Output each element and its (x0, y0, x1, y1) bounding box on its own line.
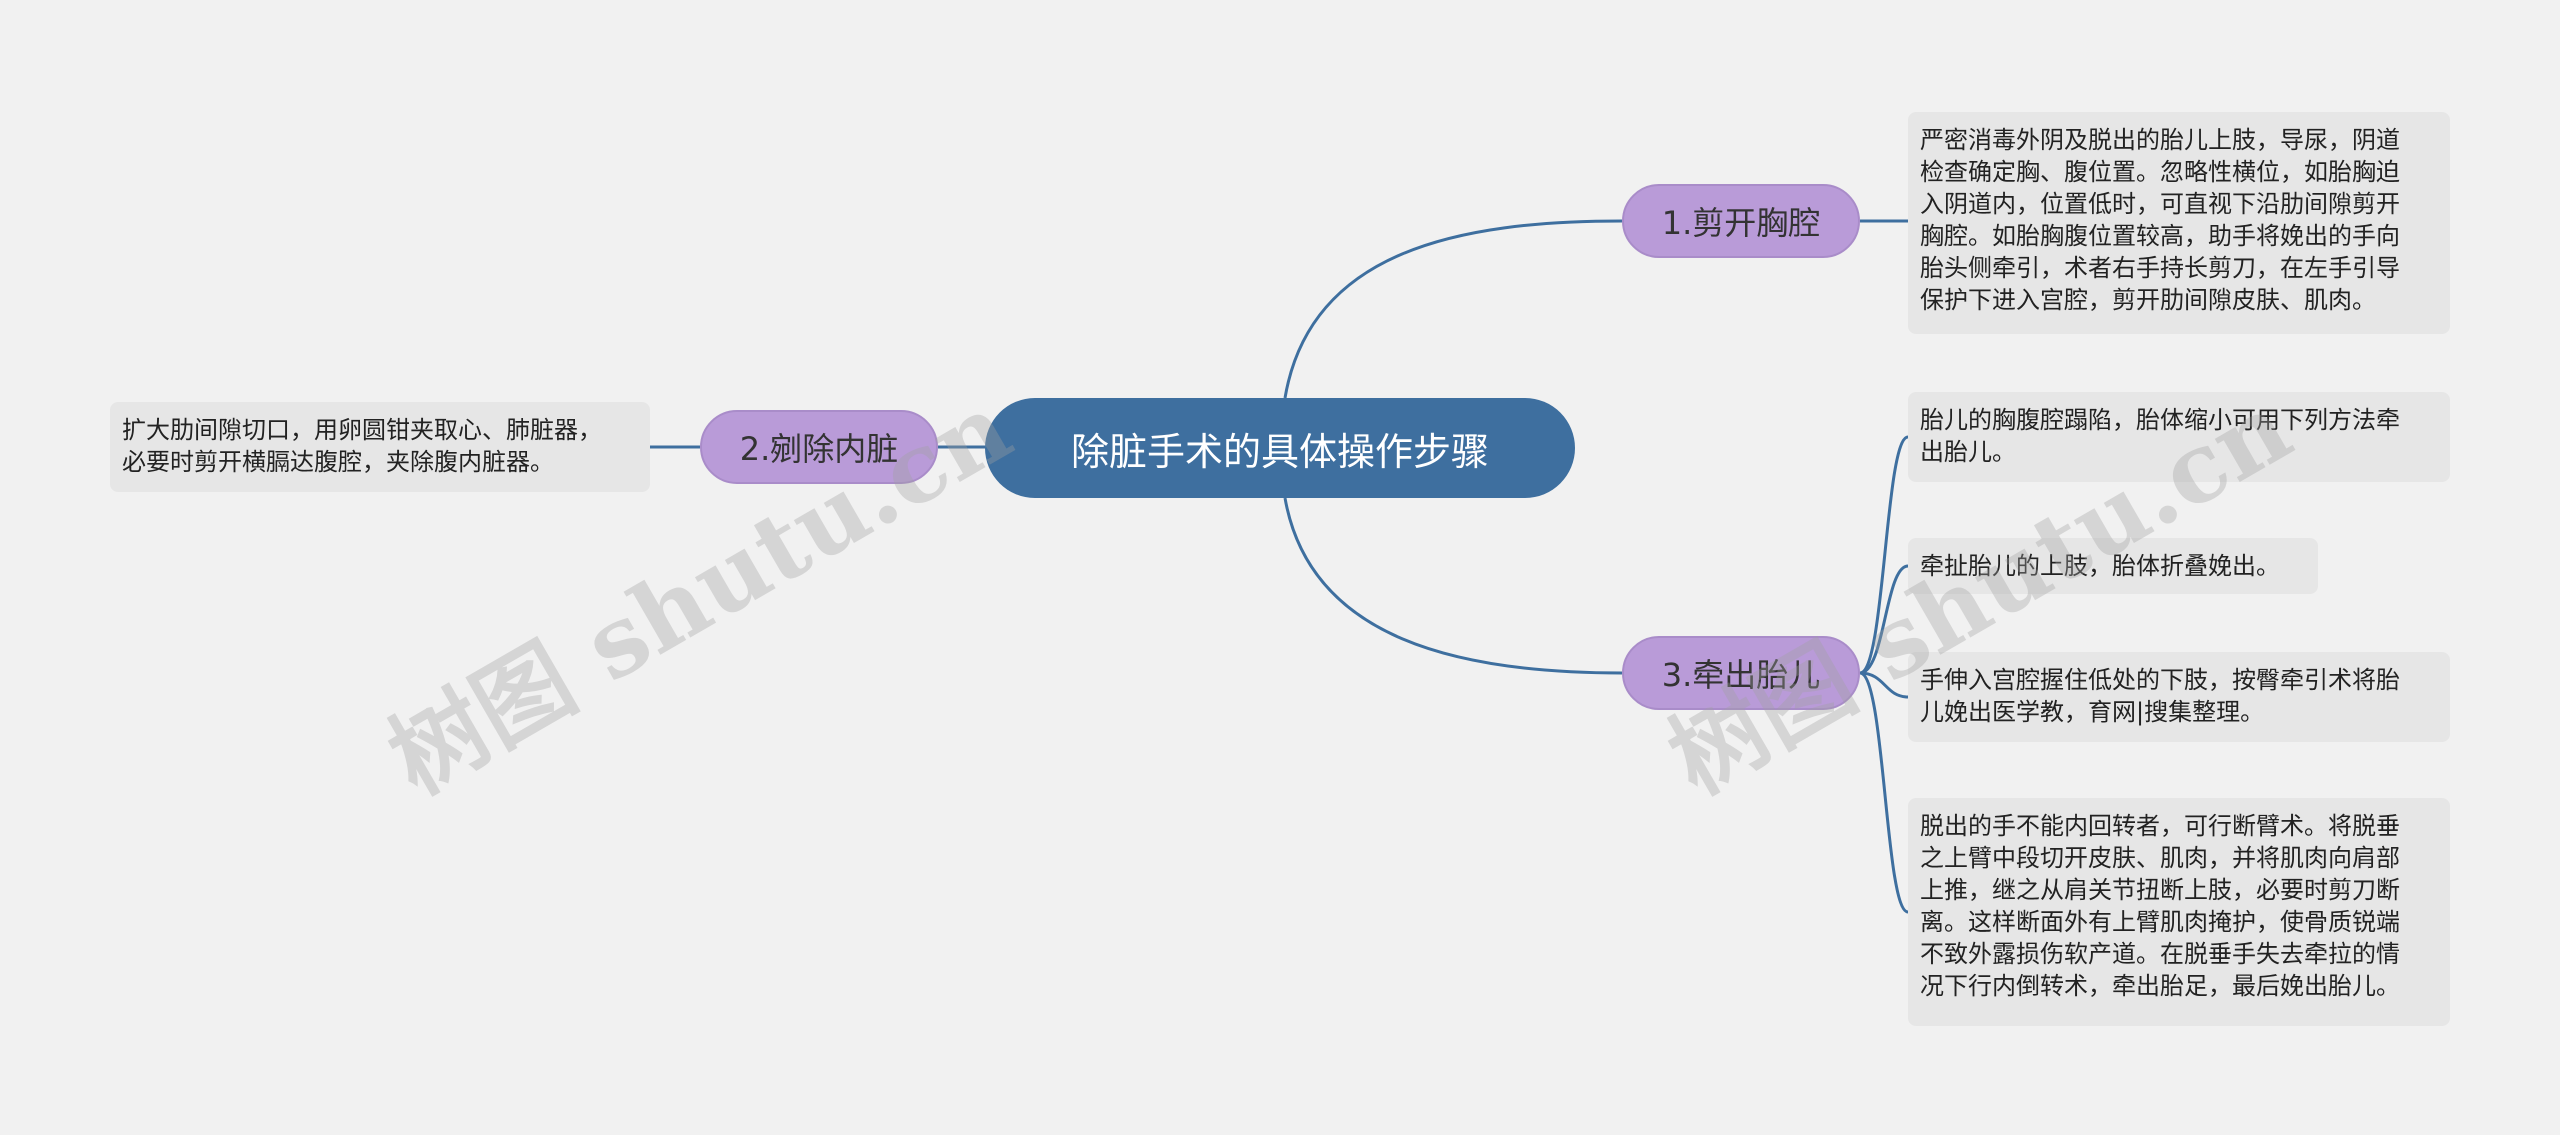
branch-label: 3.牵出胎儿 (1661, 656, 1821, 694)
leaf-node-4[interactable]: 牵扯胎儿的上肢，胎体折叠娩出。 (1908, 538, 2318, 594)
branch-label: 1.剪开胸腔 (1661, 204, 1821, 242)
leaf-node-5[interactable]: 手伸入宫腔握住低处的下肢，按臀牵引术将胎 儿娩出医学教，育网|搜集整理。 (1908, 652, 2450, 742)
branch-node-1[interactable]: 1.剪开胸腔 (1622, 184, 1860, 258)
link-branch-3-leaf-5 (1859, 671, 1909, 699)
leaf-node-6[interactable]: 脱出的手不能内回转者，可行断臂术。将脱垂 之上臂中段切开皮肤、肌肉，并将肌肉向肩… (1908, 798, 2450, 1026)
root-node[interactable]: 除脏手术的具体操作步骤 (985, 398, 1575, 498)
leaf-node-2[interactable]: 扩大肋间隙切口，用卵圆钳夹取心、肺脏器， 必要时剪开横膈达腹腔，夹除腹内脏器。 (110, 402, 650, 492)
branch-node-3[interactable]: 3.牵出胎儿 (1622, 636, 1860, 710)
link-branch-3-leaf-4 (1859, 564, 1909, 675)
root-label: 除脏手术的具体操作步骤 (1070, 429, 1489, 474)
branch-node-2[interactable]: 2.剜除内脏 (700, 410, 938, 484)
link-root-branch-1 (1283, 219, 1623, 399)
link-branch-3-leaf-3 (1859, 435, 1909, 675)
link-root-branch-3 (1283, 497, 1623, 675)
leaf-node-3[interactable]: 胎儿的胸腹腔蹋陷，胎体缩小可用下列方法牵 出胎儿。 (1908, 392, 2450, 482)
branch-label: 2.剜除内脏 (739, 430, 899, 468)
leaf-node-1[interactable]: 严密消毒外阴及脱出的胎儿上肢，导尿，阴道 检查确定胸、腹位置。忽略性横位，如胎胸… (1908, 112, 2450, 334)
link-branch-3-leaf-6 (1859, 671, 1909, 914)
